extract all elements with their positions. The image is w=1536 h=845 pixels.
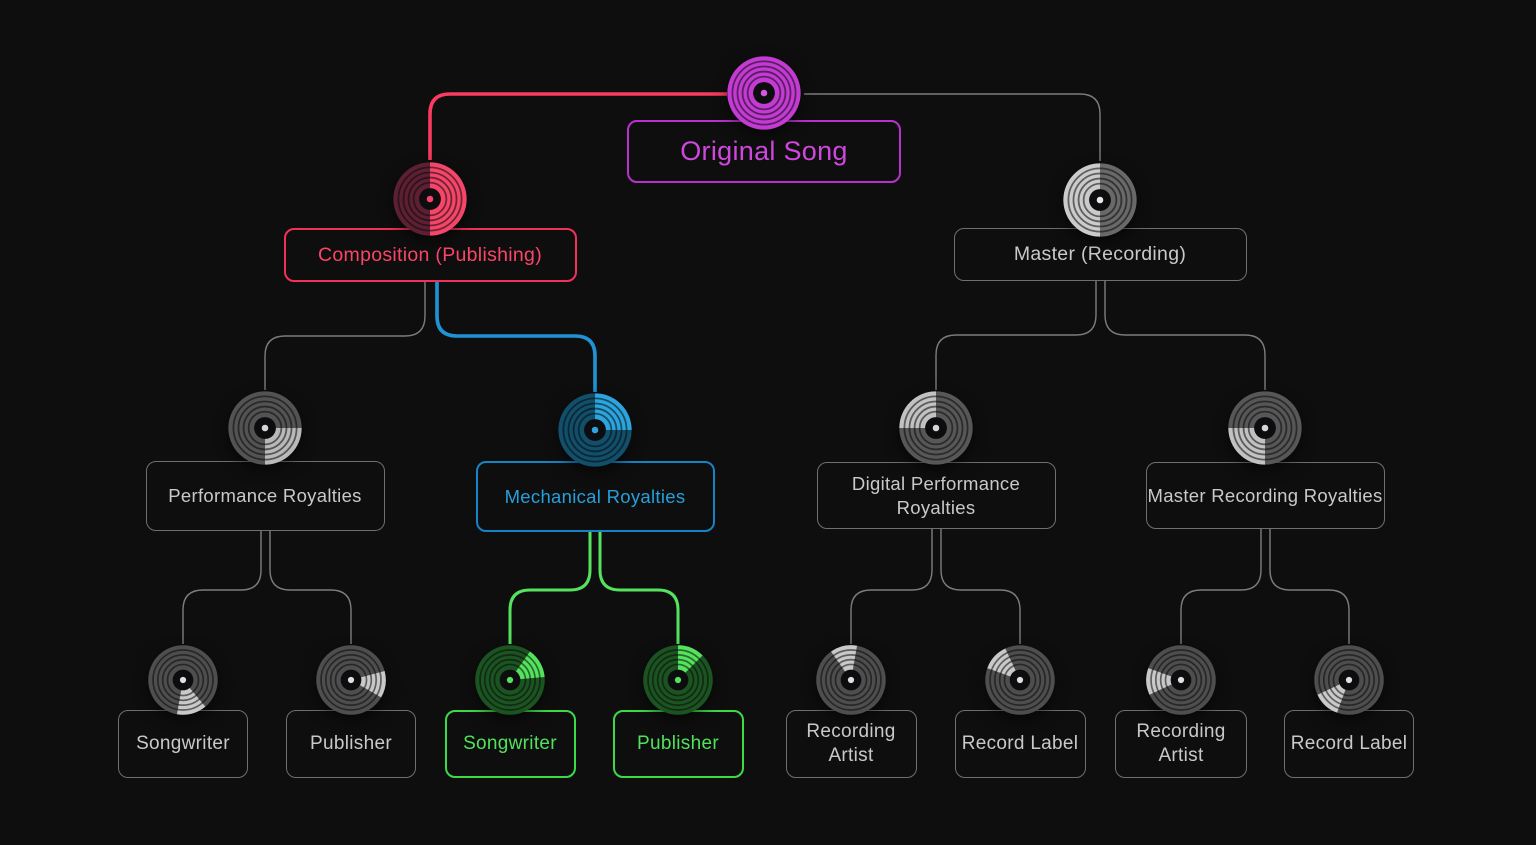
node-label: Songwriter [136,732,230,754]
vinyl-record-icon [643,645,713,715]
node-label: Original Song [680,136,848,167]
node-label: Mechanical Royalties [504,485,686,507]
node-box-masterrec: Master Recording Royalties [1145,462,1385,529]
node-label: Publisher [310,732,392,754]
vinyl-record-icon [316,645,386,715]
vinyl-record-icon [1228,391,1302,465]
vinyl-record-icon [475,645,545,715]
node-label: Recording Artist [1136,720,1226,766]
node-box-mechanical: Mechanical Royalties [475,461,715,532]
node-box-digital: Digital Performance Royalties [816,462,1056,529]
node-box-recartist_mast: Recording Artist [1115,710,1247,778]
connector-performance-publisher_perf [269,531,352,644]
connector-master-digital [935,281,1097,390]
vinyl-record-icon [558,393,632,467]
node-box-songwriter_mech: Songwriter [444,710,576,778]
node-label: Performance Royalties [168,485,362,507]
connector-digital-reclabel_dig [940,529,1021,644]
node-label: Publisher [637,732,719,754]
connector-mechanical-songwriter_mech [508,532,592,644]
vinyl-record-icon [1314,645,1384,715]
connector-masterrec-recartist_mast [1180,529,1262,644]
node-label: Record Label [1290,732,1408,754]
node-label: Master (Recording) [1013,243,1187,266]
node-box-recartist_dig: Recording Artist [785,710,917,778]
connector-composition-mechanical [435,282,597,392]
vinyl-record-icon [228,391,302,465]
connector-performance-songwriter_perf [182,531,262,644]
connector-masterrec-reclabel_mast [1269,529,1350,644]
vinyl-record-icon [985,645,1055,715]
connector-original-composition [428,92,727,160]
node-box-songwriter_perf: Songwriter [118,710,248,778]
vinyl-record-icon [727,56,801,130]
node-label: Record Label [961,732,1079,754]
vinyl-record-icon [393,162,467,236]
node-box-reclabel_dig: Record Label [954,710,1086,778]
node-box-publisher_perf: Publisher [286,710,416,778]
vinyl-record-icon [1063,163,1137,237]
node-label: Composition (Publishing) [318,243,542,266]
node-box-publisher_mech: Publisher [612,710,744,778]
node-box-original: Original Song [627,120,901,183]
vinyl-record-icon [899,391,973,465]
connector-composition-performance [264,282,426,390]
node-label: Digital Performance Royalties [851,472,1021,518]
vinyl-record-icon [1146,645,1216,715]
vinyl-record-icon [816,645,886,715]
vinyl-record-icon [148,645,218,715]
connector-digital-recartist_dig [850,529,933,644]
node-box-performance: Performance Royalties [145,461,385,531]
node-label: Songwriter [463,732,557,754]
connector-master-masterrec [1104,281,1266,390]
node-box-reclabel_mast: Record Label [1284,710,1414,778]
connector-mechanical-publisher_mech [598,532,680,644]
node-label: Master Recording Royalties [1147,484,1383,506]
node-label: Recording Artist [806,720,896,766]
connector-original-master [804,93,1101,161]
